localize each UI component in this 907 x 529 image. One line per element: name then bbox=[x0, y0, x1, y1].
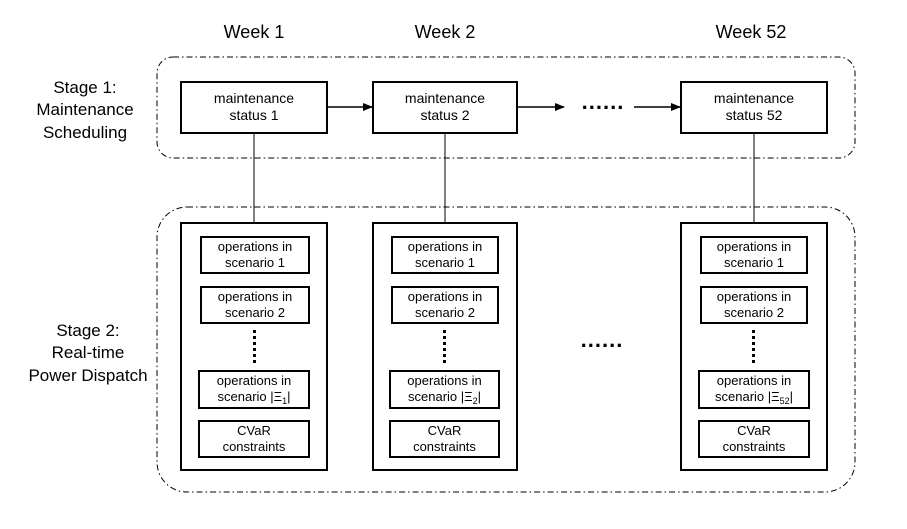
op-label-w1-s2: operations in scenario 2 bbox=[201, 289, 309, 321]
cvar-label-w1-line2: constraints bbox=[222, 438, 286, 454]
op-box-w52-s1 bbox=[700, 236, 808, 274]
scenario-subscript: 1 bbox=[282, 395, 288, 406]
stage1-label: Stage 1: Maintenance Scheduling bbox=[20, 77, 150, 144]
op-label-w52-s2-line1: operations in bbox=[716, 289, 792, 304]
scenario-prefix: scenario |Ξ bbox=[408, 388, 473, 404]
op-label-w2-slast-line1: operations in bbox=[407, 373, 482, 388]
op-label-w2-s2: operations in scenario 2 bbox=[392, 289, 498, 321]
scenario-prefix: scenario |Ξ bbox=[715, 388, 780, 404]
cvar-label-w52: CVaR constraints bbox=[699, 423, 809, 455]
op-label-w52-slast: operations in scenario |Ξ52| bbox=[699, 373, 809, 407]
stage2-label-line2: Real-time bbox=[51, 343, 125, 363]
op-label-w52-s1-line2: scenario 1 bbox=[724, 254, 784, 270]
op-label-w2-slast: operations in scenario |Ξ2| bbox=[390, 373, 499, 407]
maintenance-box-52 bbox=[680, 81, 828, 134]
cvar-label-w2-line1: CVaR bbox=[427, 423, 462, 438]
stage2-label: Stage 2: Real-time Power Dispatch bbox=[20, 320, 156, 387]
op-label-w2-slast-line2: scenario |Ξ2| bbox=[390, 389, 499, 407]
cvar-label-w2: CVaR constraints bbox=[390, 423, 499, 455]
op-label-w2-s1-line2: scenario 1 bbox=[415, 254, 475, 270]
op-label-w1-s2-line1: operations in bbox=[217, 289, 293, 304]
op-label-w52-slast-line1: operations in bbox=[716, 373, 792, 388]
op-box-w2-slast bbox=[389, 370, 500, 409]
scenario-subscript: 2 bbox=[472, 395, 478, 406]
op-label-w2-s2-line2: scenario 2 bbox=[415, 304, 475, 320]
scenario-suffix: | bbox=[287, 388, 291, 404]
stage2-container bbox=[156, 206, 856, 493]
maintenance-label-52-line2: status 52 bbox=[725, 107, 783, 124]
week-1-header: Week 1 bbox=[223, 22, 285, 42]
cvar-box-w1 bbox=[198, 420, 310, 458]
stage2-label-line3: Power Dispatch bbox=[28, 365, 148, 385]
horizontal-ellipsis-stage2: ...... bbox=[580, 327, 624, 352]
cvar-box-w52 bbox=[698, 420, 810, 458]
week-52-header: Week 52 bbox=[715, 22, 787, 42]
op-label-w1-s2-line2: scenario 2 bbox=[225, 304, 285, 320]
scenario-prefix: scenario |Ξ bbox=[217, 388, 283, 404]
maintenance-label-2-line2: status 2 bbox=[420, 107, 470, 124]
op-label-w1-slast-line1: operations in bbox=[216, 373, 292, 388]
op-box-w1-s1 bbox=[200, 236, 310, 274]
op-box-w52-s2 bbox=[700, 286, 808, 324]
stage1-label-line3: Scheduling bbox=[42, 122, 128, 142]
maintenance-label-1-line2: status 1 bbox=[229, 107, 279, 124]
op-label-w1-s1-line1: operations in bbox=[217, 239, 293, 254]
op-label-w52-s2: operations in scenario 2 bbox=[701, 289, 807, 321]
op-label-w1-s1: operations in scenario 1 bbox=[201, 239, 309, 271]
cvar-label-w1-line1: CVaR bbox=[237, 423, 271, 438]
cvar-label-w1: CVaR constraints bbox=[199, 423, 309, 455]
maintenance-box-1 bbox=[180, 81, 328, 134]
scenario-suffix: | bbox=[789, 388, 793, 404]
cvar-label-w2-line2: constraints bbox=[413, 438, 476, 454]
op-label-w1-s1-line2: scenario 1 bbox=[225, 254, 285, 270]
horizontal-ellipsis-stage1: ...... bbox=[581, 89, 625, 114]
maintenance-label-52-line1: maintenance bbox=[713, 90, 795, 106]
op-box-w1-s2 bbox=[200, 286, 310, 324]
maintenance-label-1: maintenance status 1 bbox=[181, 90, 327, 124]
op-label-w2-s1-line1: operations in bbox=[407, 239, 483, 254]
vertical-ellipsis-w52 bbox=[752, 330, 755, 363]
maintenance-label-2: maintenance status 2 bbox=[373, 90, 517, 124]
op-label-w52-s1-line1: operations in bbox=[716, 239, 792, 254]
op-label-w2-s1: operations in scenario 1 bbox=[392, 239, 498, 271]
stage1-label-line2: Maintenance bbox=[36, 100, 134, 120]
op-label-w52-slast-line2: scenario |Ξ52| bbox=[699, 389, 809, 407]
scenario-subscript: 52 bbox=[779, 395, 790, 406]
op-label-w2-s2-line1: operations in bbox=[407, 289, 483, 304]
op-box-w2-s2 bbox=[391, 286, 499, 324]
vertical-ellipsis-w2 bbox=[443, 330, 446, 363]
week-2-header: Week 2 bbox=[414, 22, 476, 42]
op-box-w2-s1 bbox=[391, 236, 499, 274]
maintenance-label-52: maintenance status 52 bbox=[681, 90, 827, 124]
stage2-label-line1: Stage 2: bbox=[56, 321, 120, 340]
op-box-w1-slast bbox=[198, 370, 310, 409]
cvar-label-w52-line2: constraints bbox=[722, 438, 786, 454]
op-label-w52-s2-line2: scenario 2 bbox=[724, 304, 784, 320]
cvar-label-w52-line1: CVaR bbox=[737, 423, 771, 438]
cvar-box-w2 bbox=[389, 420, 500, 458]
op-box-w52-slast bbox=[698, 370, 810, 409]
op-label-w1-slast: operations in scenario |Ξ1| bbox=[199, 373, 309, 407]
maintenance-label-1-line1: maintenance bbox=[213, 90, 295, 106]
stage1-container bbox=[156, 56, 856, 159]
op-label-w52-s1: operations in scenario 1 bbox=[701, 239, 807, 271]
stage1-label-line1: Stage 1: bbox=[53, 78, 117, 97]
op-label-w1-slast-line2: scenario |Ξ1| bbox=[199, 389, 309, 407]
scenario-suffix: | bbox=[477, 388, 481, 404]
maintenance-label-2-line1: maintenance bbox=[404, 90, 486, 106]
vertical-ellipsis-w1 bbox=[253, 330, 256, 363]
maintenance-box-2 bbox=[372, 81, 518, 134]
